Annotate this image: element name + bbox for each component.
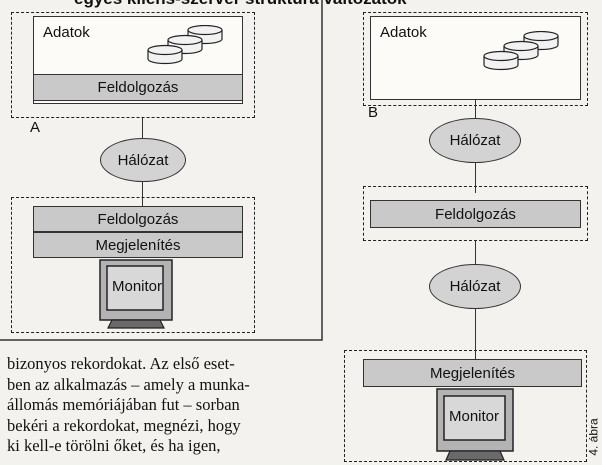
monitor-icon — [436, 388, 514, 461]
diagram-a-server-processing-bar: Feldolgozás — [33, 74, 243, 101]
diagram-a-network-ellipse: Hálózat — [100, 138, 186, 182]
diagram-a-client-display-bar: Megjelenítés — [33, 232, 243, 258]
connector-line — [475, 163, 476, 193]
text-line: állomás memóriájában fut – sorban — [7, 395, 240, 414]
text-line: ki kell-e törölni őket, és ha igen, — [7, 436, 221, 455]
diagram-a-id-label: A — [30, 119, 41, 136]
diagram-a-client-processing-bar: Feldolgozás — [33, 206, 243, 232]
monitor-label: Monitor — [112, 278, 163, 295]
text-line: ben az alkalmazás – amely a munka- — [7, 374, 250, 394]
diagram-b-data-label: Adatok — [380, 24, 427, 41]
diagram-a-client-group — [11, 197, 255, 333]
monitor-label: Monitor — [449, 408, 500, 425]
connector-line — [475, 241, 476, 265]
text-line: bekéri a rekordokat, megnézi, hogy — [7, 415, 241, 435]
figure-caption-text: 4. ábra — [586, 418, 601, 456]
diagram-b-id-label: B — [368, 104, 379, 121]
diagram-b-middle-processing-bar: Feldolgozás — [370, 200, 581, 228]
database-icon — [483, 31, 559, 71]
figure-caption: 4. ábra — [586, 416, 602, 456]
diagram-a-monitor: Monitor — [98, 258, 176, 330]
connector-line — [475, 100, 476, 120]
diagram-b-server-box: Adatok — [370, 16, 581, 100]
diagram-b-monitor: Monitor — [435, 387, 517, 463]
monitor-icon — [99, 259, 173, 329]
diagram-a-data-label: Adatok — [43, 24, 90, 41]
connector-line — [142, 118, 143, 138]
figure-headline: egyes kliens-szerver struktúra változato… — [74, 0, 407, 9]
diagram-b-middle-group — [363, 186, 588, 241]
diagram-b-network-bottom-ellipse: Hálózat — [429, 264, 521, 309]
connector-line — [475, 309, 476, 359]
diagram-a-server-group — [11, 12, 255, 118]
connector-line — [142, 182, 143, 206]
diagram-b-network-top-ellipse: Hálózat — [429, 118, 521, 163]
database-icon — [147, 25, 223, 65]
diagram-b-client-display-bar: Megjelenítés — [363, 359, 582, 387]
text-line: bizonyos rekordokat. Az első eset- — [7, 354, 235, 373]
diagram-b-client-group — [344, 350, 587, 462]
body-paragraph: bizonyos rekordokat. Az első eset- ben a… — [7, 354, 250, 457]
